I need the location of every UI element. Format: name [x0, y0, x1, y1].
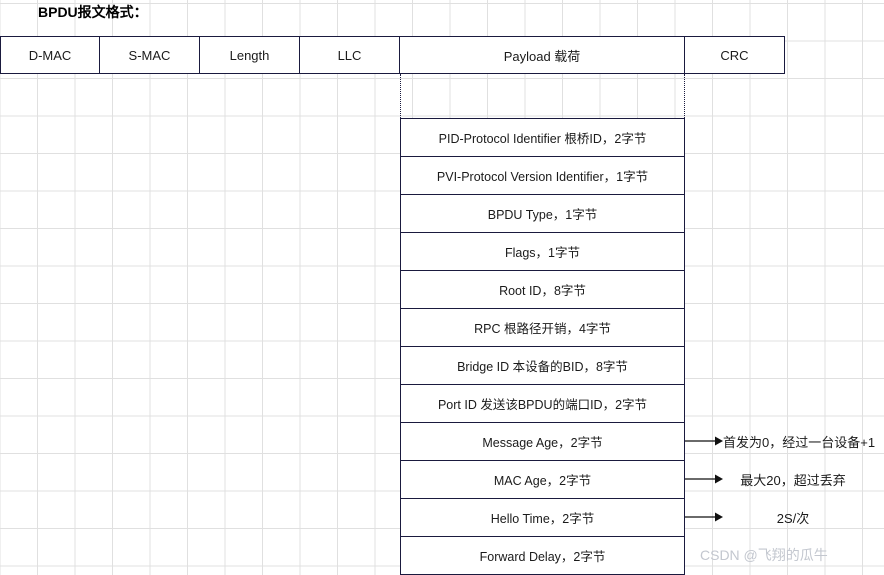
frame-field-6: CRC	[685, 37, 785, 73]
payload-field-row: Forward Delay，2字节	[401, 537, 684, 575]
annotation-text: 2S/次	[776, 510, 810, 526]
watermark: CSDN @飞翔的瓜牛	[700, 547, 828, 563]
payload-field-row: Port ID 发送该BPDU的端口ID，2字节	[401, 385, 684, 423]
payload-field-row: BPDU Type，1字节	[401, 195, 684, 233]
payload-field-row: RPC 根路径开销，4字节	[401, 309, 684, 347]
annotation-arrow-icon	[685, 436, 723, 446]
frame-field-4: LLC	[300, 37, 400, 73]
frame-field-2: S-MAC	[100, 37, 200, 73]
annotation-text: 首发为0，经过一台设备+1	[723, 434, 876, 450]
payload-field-row: Bridge ID 本设备的BID，8字节	[401, 347, 684, 385]
annotation-arrow-icon	[685, 474, 723, 484]
frame-field-1: D-MAC	[0, 37, 100, 73]
payload-field-row: Flags，1字节	[401, 233, 684, 271]
payload-field-row: PID-Protocol Identifier 根桥ID，2字节	[401, 119, 684, 157]
annotation-text: 最大20，超过丢弃	[740, 472, 846, 488]
frame-field-5: Payload 载荷	[400, 37, 685, 73]
payload-field-row: Message Age，2字节	[401, 423, 684, 461]
page-title: BPDU报文格式：	[38, 4, 148, 20]
frame-field-3: Length	[200, 37, 300, 73]
payload-field-row: Root ID，8字节	[401, 271, 684, 309]
annotation-arrow-icon	[685, 512, 723, 522]
connector-left-dotted	[400, 74, 401, 118]
payload-field-row: PVI-Protocol Version Identifier，1字节	[401, 157, 684, 195]
payload-field-row: Hello Time，2字节	[401, 499, 684, 537]
connector-right-dotted	[684, 74, 685, 118]
payload-field-row: MAC Age，2字节	[401, 461, 684, 499]
